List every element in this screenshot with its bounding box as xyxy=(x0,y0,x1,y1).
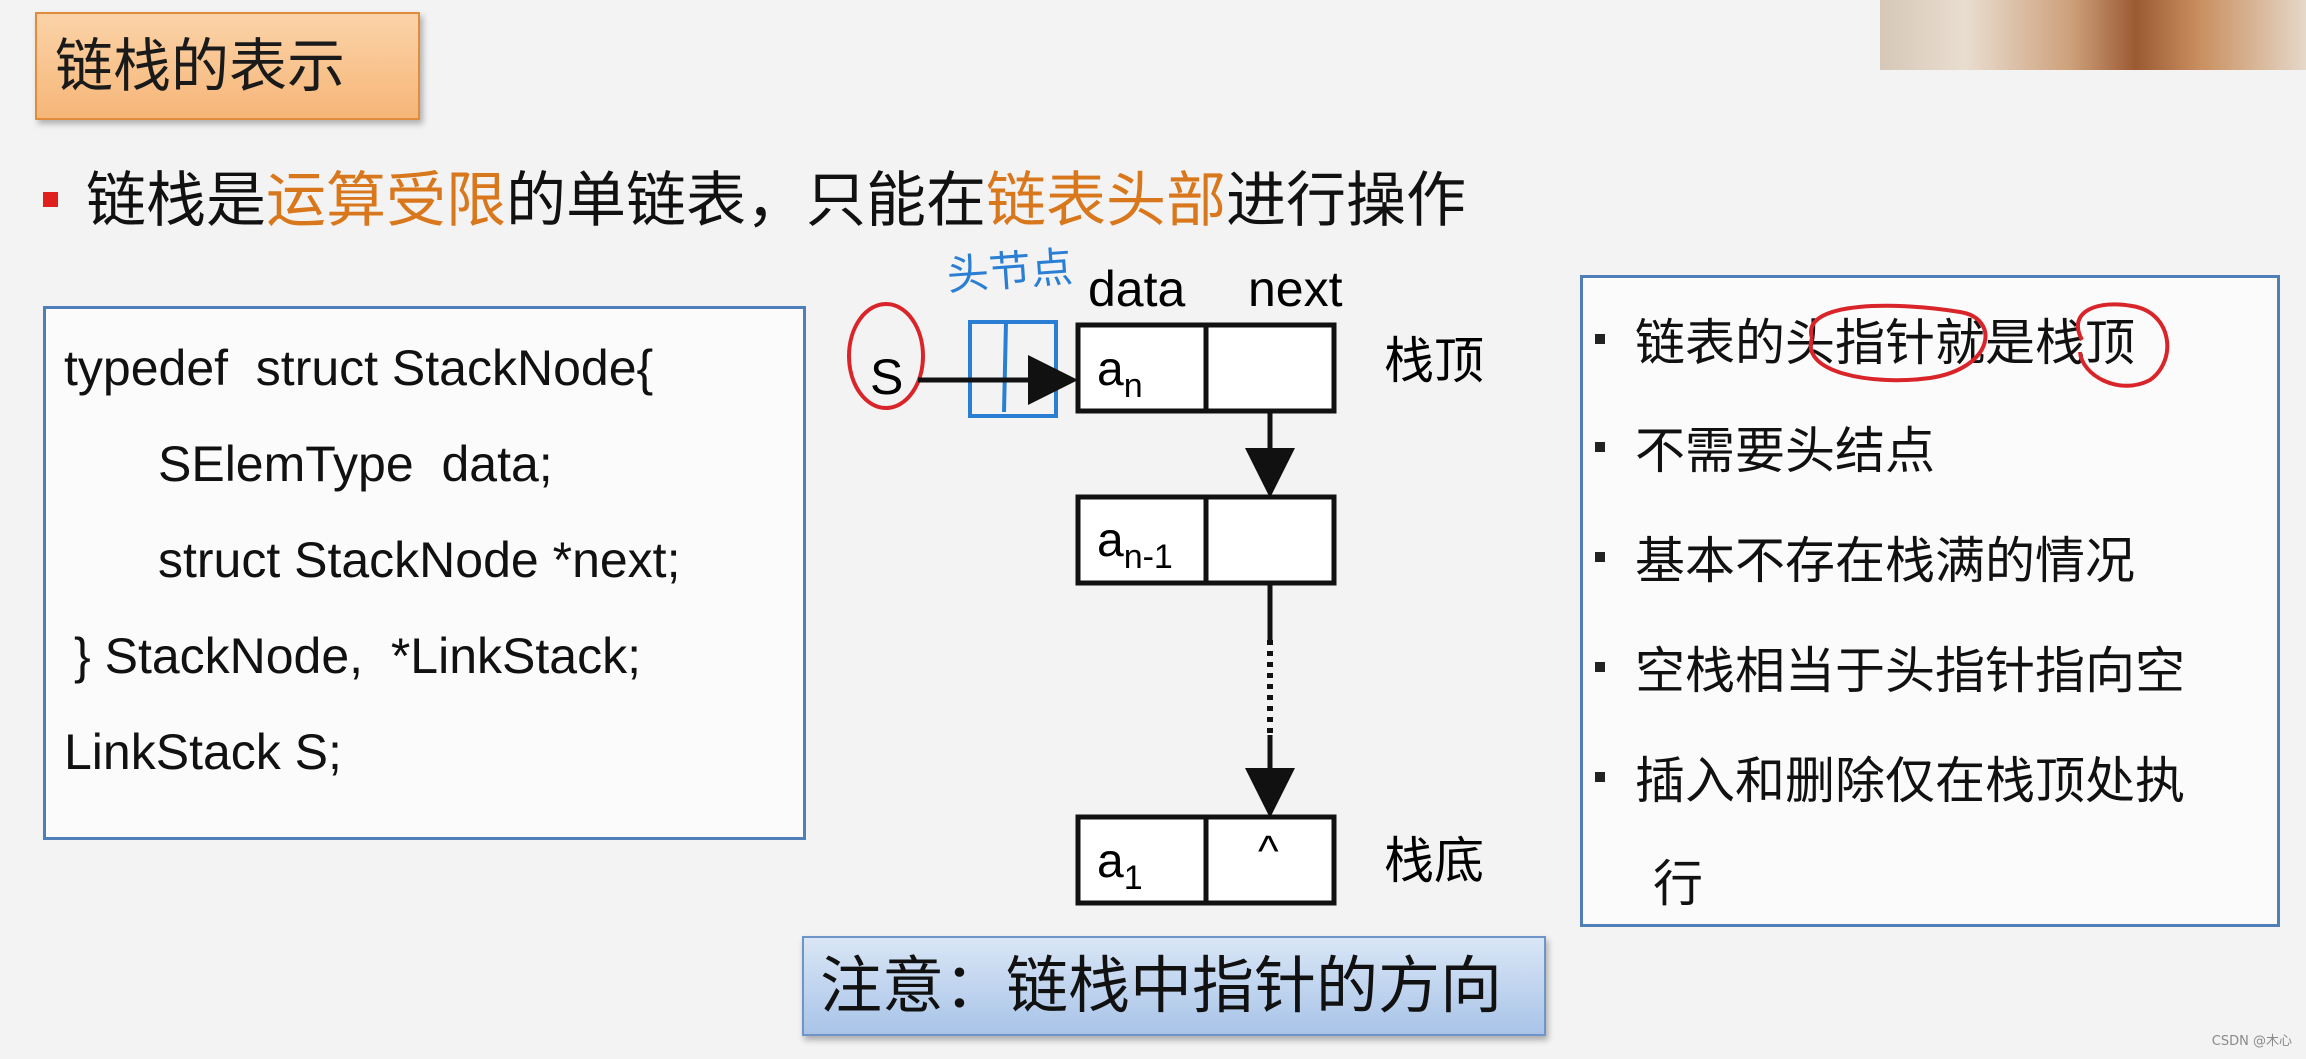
notes-box: 链表的头指针就是栈顶 不需要头结点 基本不存在栈满的情况 空栈相当于头指针指向空… xyxy=(1580,275,2280,927)
note-text: 基本不存在栈满的情况 xyxy=(1635,532,2135,590)
next-column-label: next xyxy=(1248,261,1343,317)
bullet-text-1: 链栈是 xyxy=(86,166,266,236)
node-top-data-cell xyxy=(1075,322,1209,414)
code-box: typedef struct StackNode{ SElemType data… xyxy=(43,306,806,840)
node-bottom-next-cell xyxy=(1203,814,1337,906)
bullet-square-icon xyxy=(1595,661,1605,672)
node-bottom-value: a1 xyxy=(1097,835,1143,897)
code-line: struct StackNode *next; xyxy=(158,532,681,588)
note-item: 不需要头结点 xyxy=(1595,421,1935,481)
bullet-square-icon xyxy=(1595,333,1605,344)
code-line: SElemType data; xyxy=(158,436,553,492)
handwritten-head-node-note: 头节点 xyxy=(945,243,1074,299)
bullet-text-3: 进行操作 xyxy=(1226,166,1466,236)
note-item: 链表的头指针就是栈顶 xyxy=(1595,313,2135,373)
webcam-overlay xyxy=(1880,0,2306,70)
null-pointer-symbol: ^ xyxy=(1258,827,1279,876)
node-second-next-cell xyxy=(1203,494,1337,586)
note-text: 链表的头指针就是栈顶 xyxy=(1635,314,2135,372)
note-item: 插入和删除仅在栈顶处执 xyxy=(1595,751,2185,811)
stack-bottom-label: 栈底 xyxy=(1384,833,1484,889)
pointer-circle-annotation xyxy=(847,302,925,410)
note-text: 不需要头结点 xyxy=(1635,422,1935,480)
bullet-square-icon xyxy=(1595,441,1605,452)
bullet-highlight-2: 链表头部 xyxy=(986,166,1226,236)
bullet-square-icon xyxy=(43,191,58,207)
bullet-highlight-1: 运算受限 xyxy=(266,166,506,236)
footer-note: 注意：链栈中指针的方向 xyxy=(802,936,1546,1036)
data-column-label: data xyxy=(1088,261,1186,317)
node-top-value: an xyxy=(1097,343,1143,405)
handwritten-circle-head-pointer xyxy=(1808,303,1988,383)
handwritten-circle-stack-top xyxy=(2075,302,2170,388)
handwritten-head-node-divider xyxy=(1002,321,1008,413)
note-item: 空栈相当于头指针指向空 xyxy=(1595,641,2185,701)
node-second-value: an-1 xyxy=(1097,514,1173,576)
main-bullet: 链栈是运算受限的单链表，只能在链表头部进行操作 xyxy=(38,160,1738,242)
code-line: typedef struct StackNode{ xyxy=(64,340,654,396)
slide-title: 链栈的表示 xyxy=(35,12,420,120)
code-line: LinkStack S; xyxy=(64,724,342,780)
stack-pointer-label: S xyxy=(870,349,903,405)
node-bottom-data-cell xyxy=(1075,814,1209,906)
bullet-square-icon xyxy=(1595,551,1605,562)
note-continuation: 行 xyxy=(1653,855,1703,913)
bullet-text-2: 的单链表，只能在 xyxy=(506,166,986,236)
bullet-square-icon xyxy=(1595,771,1605,782)
note-text: 空栈相当于头指针指向空 xyxy=(1635,642,2185,700)
node-top-next-cell xyxy=(1203,322,1337,414)
stack-top-label: 栈顶 xyxy=(1384,333,1484,389)
code-line: } StackNode, *LinkStack; xyxy=(74,628,641,684)
note-text: 插入和删除仅在栈顶处执 xyxy=(1635,752,2185,810)
note-item: 基本不存在栈满的情况 xyxy=(1595,531,2135,591)
watermark: CSDN @木心 xyxy=(2211,1034,2292,1049)
